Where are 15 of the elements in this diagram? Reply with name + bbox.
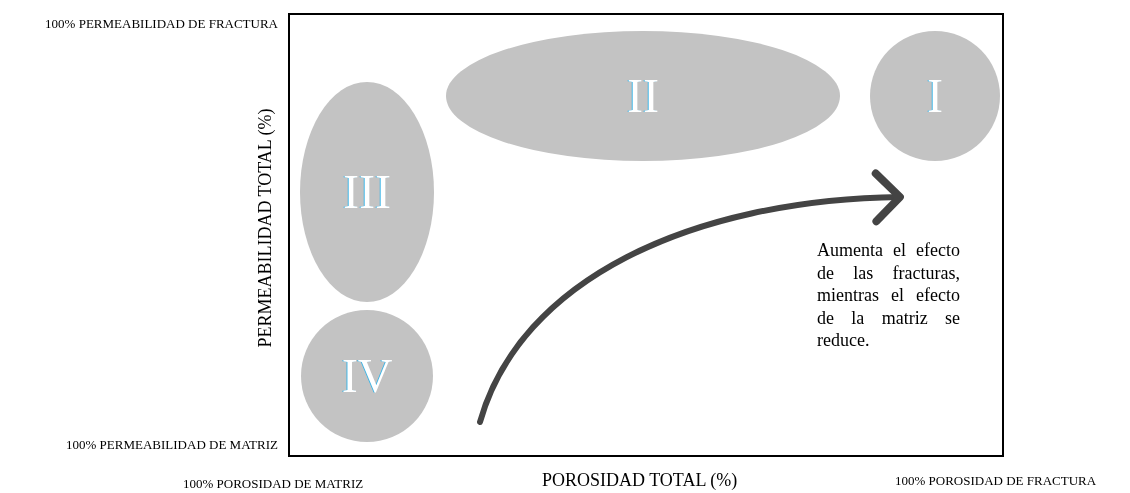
- region-numeral: II: [627, 72, 659, 120]
- axis-end-label: 100% PERMEABILIDAD DE MATRIZ: [66, 437, 278, 453]
- axis-end-label: 100% PERMEABILIDAD DE FRACTURA: [45, 16, 278, 32]
- region-ellipse: [300, 82, 434, 302]
- note-text: Aumenta el efecto de las fracturas, mientras el efecto de la matriz se reduce.: [817, 239, 960, 352]
- axis-end-label: 100% POROSIDAD DE MATRIZ: [183, 476, 364, 492]
- axis-title: PERMEABILIDAD TOTAL (%): [255, 108, 275, 348]
- region-numeral: IV: [341, 352, 393, 400]
- region-ellipse: [446, 31, 840, 161]
- axis-title: POROSIDAD TOTAL (%): [542, 470, 738, 490]
- region-ellipse: [870, 31, 1000, 161]
- region-ellipse: [301, 310, 433, 442]
- region-numeral: III: [343, 168, 391, 216]
- region-numeral: I: [927, 72, 943, 120]
- axis-end-label: 100% POROSIDAD DE FRACTURA: [895, 473, 1097, 489]
